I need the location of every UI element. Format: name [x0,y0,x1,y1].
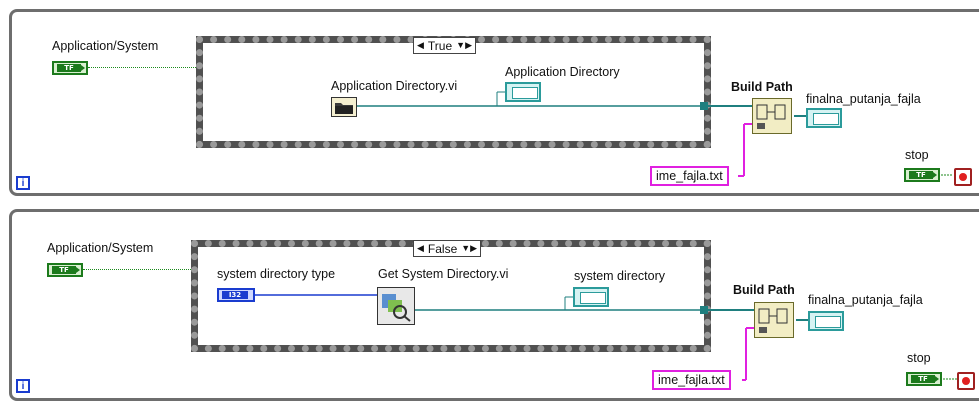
top-stop-terminal[interactable]: TF [904,168,940,182]
top-build-path-function[interactable] [752,98,792,134]
top-application-system-terminal[interactable]: TF [52,61,88,75]
top-subvi-label: Application Directory.vi [331,79,458,93]
top-info-icon[interactable]: i [16,176,30,190]
bottom-system-directory-indicator[interactable] [573,287,609,307]
top-stop-label: stop [905,148,929,162]
top-application-directory-indicator[interactable] [505,82,541,102]
bottom-info-icon[interactable]: i [16,379,30,393]
bottom-stop-terminal[interactable]: TF [906,372,942,386]
top-boolean-wire [88,67,198,68]
bottom-final-path-indicator[interactable] [808,311,844,331]
selector-increment-icon[interactable]: ▼▶ [456,40,472,50]
bottom-output-label: finalna_putanja_fajla [808,293,923,307]
bottom-sysdir-type-terminal[interactable]: I32 [217,288,255,302]
bottom-filename-constant[interactable]: ime_fajla.txt [652,370,731,390]
bottom-boolean-wire [83,269,193,270]
top-final-path-indicator[interactable] [806,108,842,128]
top-stop-button-icon[interactable] [954,168,972,186]
get-system-directory-icon[interactable] [377,287,415,325]
bottom-subvi-label: Get System Directory.vi [378,267,509,281]
selector-increment-icon[interactable]: ▼▶ [461,243,478,253]
bottom-case-selector[interactable]: ◀ False ▼▶ [413,240,482,257]
top-case-selector[interactable]: ◀ True ▼▶ [413,37,476,54]
bottom-application-system-terminal[interactable]: TF [47,263,83,277]
bottom-build-path-function[interactable] [754,302,794,338]
top-buildpath-label: Build Path [731,80,793,94]
top-application-system-label: Application/System [52,39,159,53]
selector-decrement-icon[interactable]: ◀ [417,243,424,253]
bottom-sysdir-type-label: system directory type [217,267,336,281]
bottom-case-structure[interactable] [191,240,711,352]
folder-icon[interactable] [331,97,357,117]
top-output-label: finalna_putanja_fajla [806,92,921,106]
bottom-stop-label: stop [907,351,931,365]
bottom-buildpath-label: Build Path [733,283,795,297]
top-directory-label: Application Directory [505,65,620,79]
bottom-stop-button-icon[interactable] [957,372,975,390]
bottom-directory-label: system directory [574,269,665,283]
top-filename-constant[interactable]: ime_fajla.txt [650,166,729,186]
bottom-application-system-label: Application/System [47,241,154,255]
selector-decrement-icon[interactable]: ◀ [417,40,424,50]
